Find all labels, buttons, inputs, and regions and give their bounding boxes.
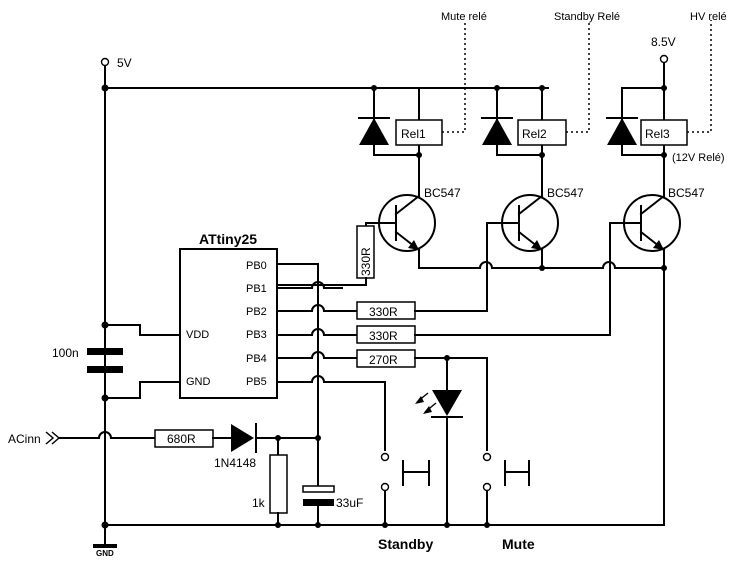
relay-3-label: Rel3 xyxy=(645,127,670,141)
relay-1-signal: Mute relé xyxy=(441,11,487,23)
pin-pb5: PB5 xyxy=(246,376,267,388)
q3-label: BC547 xyxy=(668,186,705,200)
pin-vdd: VDD xyxy=(186,329,209,341)
capacitor-100n: 100n xyxy=(52,321,141,402)
c-33u-label: 33uF xyxy=(336,496,363,510)
resistor-pb2: 330R xyxy=(356,222,488,320)
pin-pb0: PB0 xyxy=(246,260,267,272)
r-led-label: 270R xyxy=(369,353,398,367)
ac-input: ACinn 680R 1N4148 xyxy=(8,423,321,470)
resistor-pb4: 270R xyxy=(356,349,488,451)
mute-button: Mute xyxy=(482,452,535,552)
q2-label: BC547 xyxy=(547,186,584,200)
r-pb2-label: 330R xyxy=(369,305,398,319)
flyback-diode-3 xyxy=(607,118,637,145)
resistor-1k: 1k xyxy=(252,437,288,526)
label-gnd: GND xyxy=(96,549,114,558)
status-led xyxy=(415,357,463,526)
transistor-q3: BC547 xyxy=(609,186,705,526)
pin-wires xyxy=(276,281,386,451)
pin-pb2: PB2 xyxy=(246,306,267,318)
emitter-bus xyxy=(418,261,667,271)
transistor-q1: BC547 xyxy=(365,186,461,269)
input-label: ACinn xyxy=(8,432,41,446)
r-base1-label: 330R xyxy=(359,247,373,276)
relay-2-label: Rel2 xyxy=(522,127,547,141)
transistor-q2: BC547 xyxy=(486,186,584,269)
relay-3 xyxy=(640,119,688,146)
mcu-name: ATtiny25 xyxy=(199,231,257,247)
supply-8v5: 8.5V xyxy=(621,35,676,91)
relay-3-signal: HV relé xyxy=(690,11,727,23)
standby-label: Standby xyxy=(378,536,433,552)
pin-pb3: PB3 xyxy=(246,329,267,341)
q1-label: BC547 xyxy=(424,186,461,200)
relay-3-note: (12V Relé) xyxy=(672,152,725,164)
r-in-label: 680R xyxy=(167,432,196,446)
mute-label: Mute xyxy=(502,536,535,552)
relay-2-signal: Standby Relé xyxy=(554,11,620,23)
flyback-diode-1 xyxy=(359,118,389,145)
pin-pb4: PB4 xyxy=(246,353,267,365)
relay-stage-3: Rel3 HV relé (12V Relé) xyxy=(606,11,727,189)
pb0-line xyxy=(276,263,319,486)
r-pb3-label: 330R xyxy=(369,329,398,343)
c-100n-label: 100n xyxy=(52,346,79,360)
resistor-pb3: 330R xyxy=(356,222,611,344)
relay-stage-1: Rel1 Mute relé xyxy=(358,11,487,189)
relay-1-label: Rel1 xyxy=(401,127,426,141)
relay-stage-2: Rel2 Standby Relé xyxy=(481,11,620,189)
mcu-attiny25: ATtiny25 PB0 PB1 PB2 PB3 PB4 PB5 VDD GND xyxy=(139,231,278,399)
relay-2 xyxy=(517,119,567,146)
diode-label: 1N4148 xyxy=(214,456,256,470)
resistor-base-q1: 330R xyxy=(277,222,375,286)
supply-5v: 5V xyxy=(100,56,549,526)
r-1k-label: 1k xyxy=(252,496,266,510)
pin-pb1: PB1 xyxy=(246,283,267,295)
pin-gnd: GND xyxy=(186,376,211,388)
flyback-diode-2 xyxy=(482,118,512,145)
label-5v: 5V xyxy=(117,56,132,70)
standby-button: Standby xyxy=(378,452,433,552)
capacitor-33uf: 33uF xyxy=(302,485,363,526)
label-8v5: 8.5V xyxy=(651,35,676,49)
